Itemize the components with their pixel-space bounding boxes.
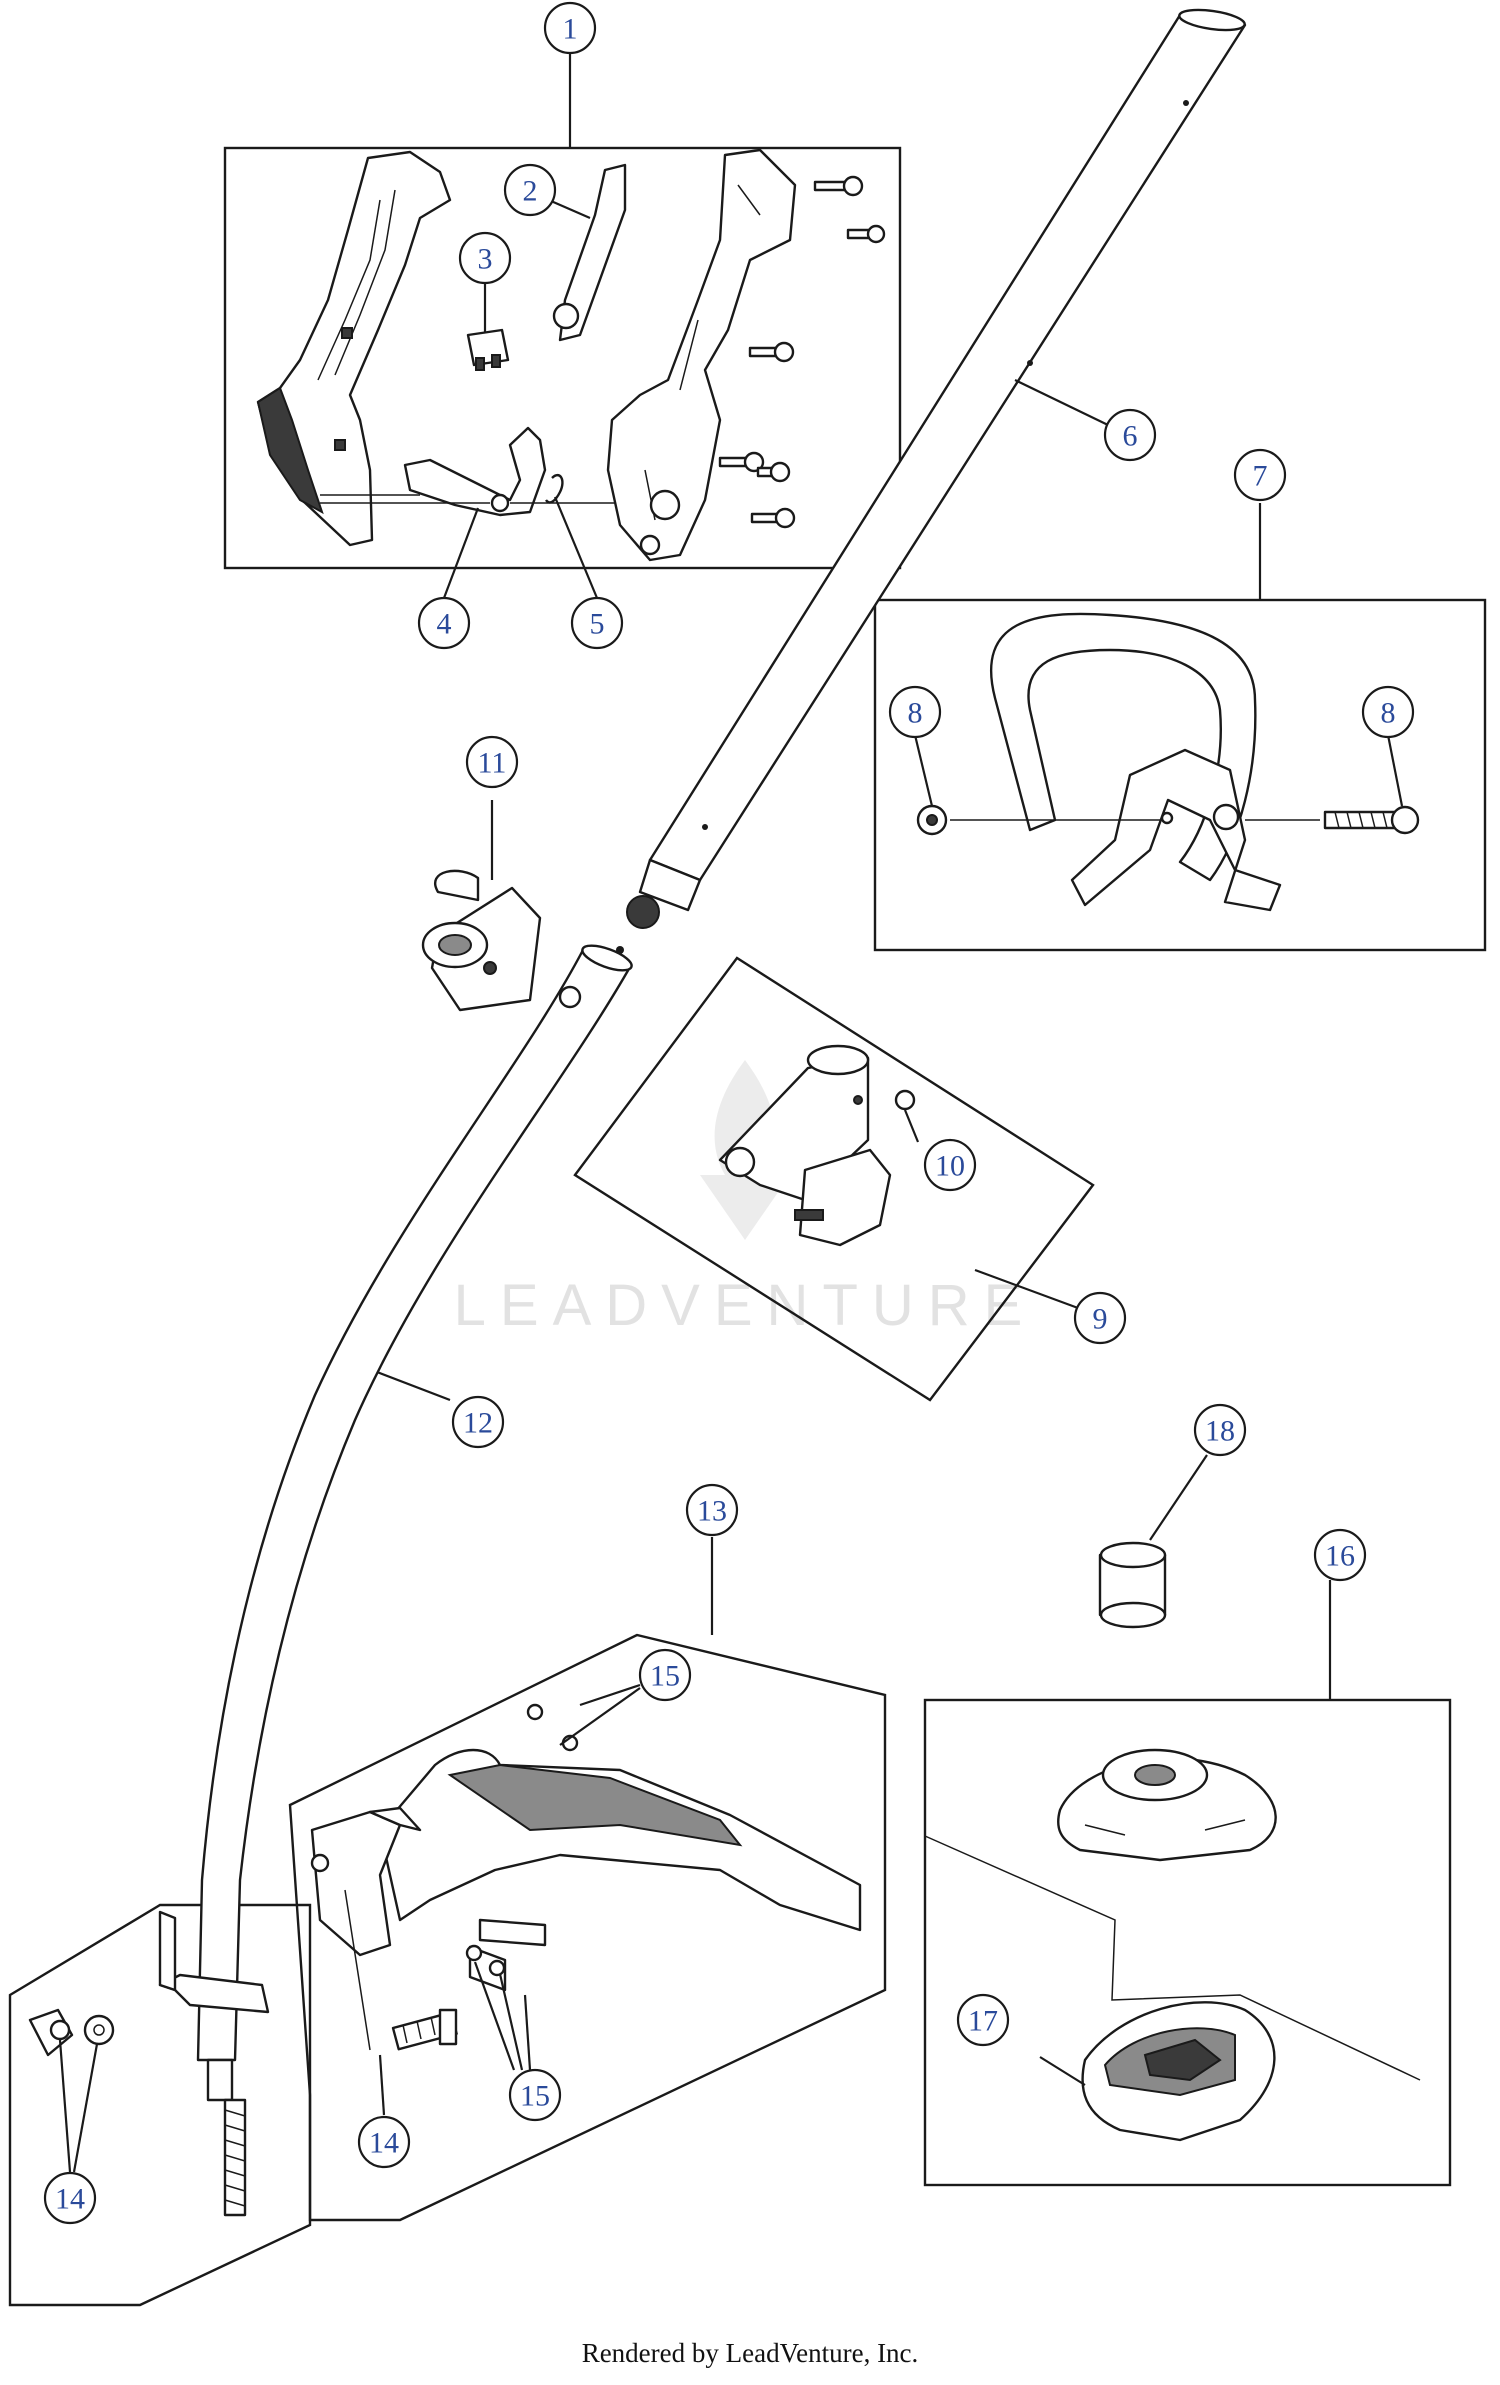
svg-text:2: 2 [523,175,538,208]
part-18-bushing [1098,1541,1167,1629]
callout-15-top: 15 [638,1648,692,1702]
loop-handle [916,612,1420,912]
callout-17: 17 [956,1993,1010,2047]
watermark: LEADVENTURE [454,1060,1037,1338]
upper-shaft [626,8,1247,929]
callout-16: 16 [1313,1528,1367,1582]
callout-8-right: 8 [1361,685,1415,739]
part-4-trigger [403,426,547,517]
callout-3: 3 [458,231,512,285]
svg-text:17: 17 [968,2005,998,2038]
callout-4: 4 [417,596,471,650]
callout-11: 11 [465,735,519,789]
svg-text:3: 3 [478,243,493,276]
callout-10: 10 [923,1138,977,1192]
svg-text:14: 14 [55,2183,85,2216]
box-handle-assembly [223,146,902,570]
callout-1: 1 [543,1,597,55]
svg-text:11: 11 [478,747,507,780]
svg-text:15: 15 [520,2080,550,2113]
box-coupler [573,956,1095,1402]
svg-text:12: 12 [463,1407,493,1440]
callout-13: 13 [685,1483,739,1537]
leader-lines [58,53,1404,2173]
callout-14-right: 14 [357,2115,411,2169]
svg-text:1: 1 [563,13,578,46]
part-5-spring [545,473,564,504]
loop-bolt [1323,805,1420,835]
part-3-switch [466,328,510,367]
watermark-text: LEADVENTURE [454,1273,1037,1338]
handle-right-half [606,148,797,562]
box-loop-handle [873,598,1487,952]
guard [28,1703,862,2057]
svg-text:4: 4 [437,608,452,641]
svg-text:9: 9 [1093,1303,1108,1336]
svg-text:7: 7 [1253,460,1268,493]
callout-12: 12 [451,1395,505,1449]
callout-8-left: 8 [888,685,942,739]
svg-text:16: 16 [1325,1540,1355,1573]
box-trimmer-head [923,1698,1452,2187]
loop-nut [916,804,948,836]
callout-18: 18 [1193,1403,1247,1457]
trimmer-head [924,1541,1421,2142]
wing-nut [28,2008,74,2057]
handle-left-half [256,150,452,547]
guard-screws [465,1703,579,1992]
part-11-hanger [421,869,542,1012]
callout-7: 7 [1233,448,1287,502]
callout-2: 2 [503,163,557,217]
callout-14-left: 14 [43,2171,97,2225]
lower-shaft [158,944,633,2217]
svg-text:13: 13 [697,1495,727,1528]
svg-text:14: 14 [369,2127,399,2160]
footer-credit: Rendered by LeadVenture, Inc. [581,2338,919,2368]
box-clamp [8,1903,312,2307]
svg-text:18: 18 [1205,1415,1235,1448]
svg-text:6: 6 [1123,420,1138,453]
svg-text:8: 8 [908,697,923,730]
callout-9: 9 [1073,1291,1127,1345]
handle-screws [718,175,886,529]
callout-15-bottom: 15 [508,2068,562,2122]
callout-5: 5 [570,596,624,650]
part-9-coupler [718,1044,916,1247]
svg-text:10: 10 [935,1150,965,1183]
part-2-strip [558,163,627,342]
svg-text:15: 15 [650,1660,680,1693]
svg-text:8: 8 [1381,697,1396,730]
callouts: 1 2 3 4 5 6 7 8 8 9 10 11 12 13 14 14 15… [43,1,1415,2225]
handle-assembly [256,148,886,562]
callout-6: 6 [1103,408,1157,462]
svg-text:5: 5 [590,608,605,641]
washer [83,2014,115,2046]
